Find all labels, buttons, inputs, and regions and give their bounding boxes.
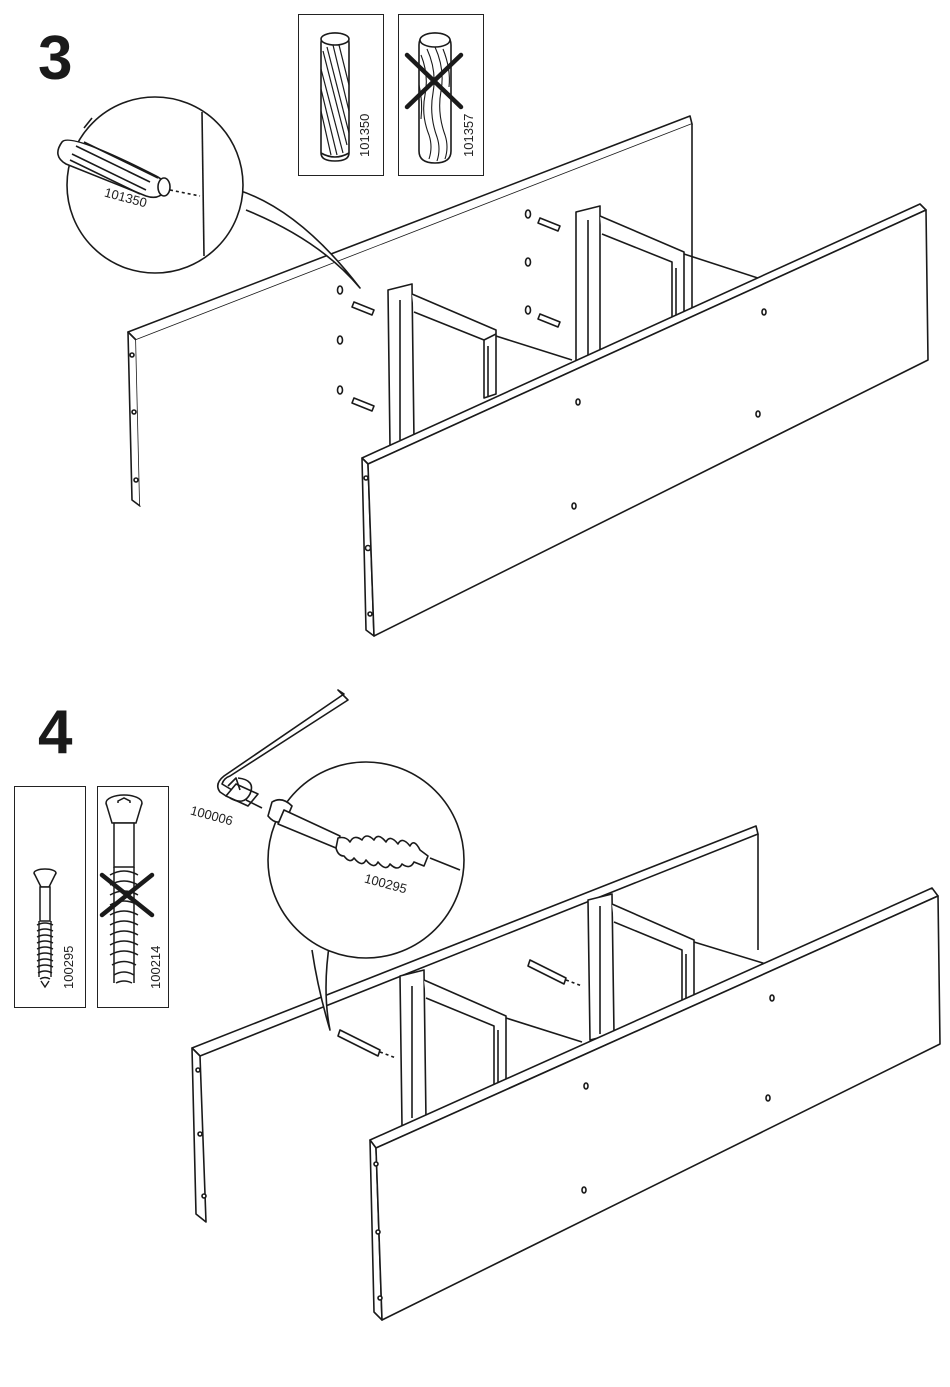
dowel-callout-step3 <box>58 97 360 288</box>
